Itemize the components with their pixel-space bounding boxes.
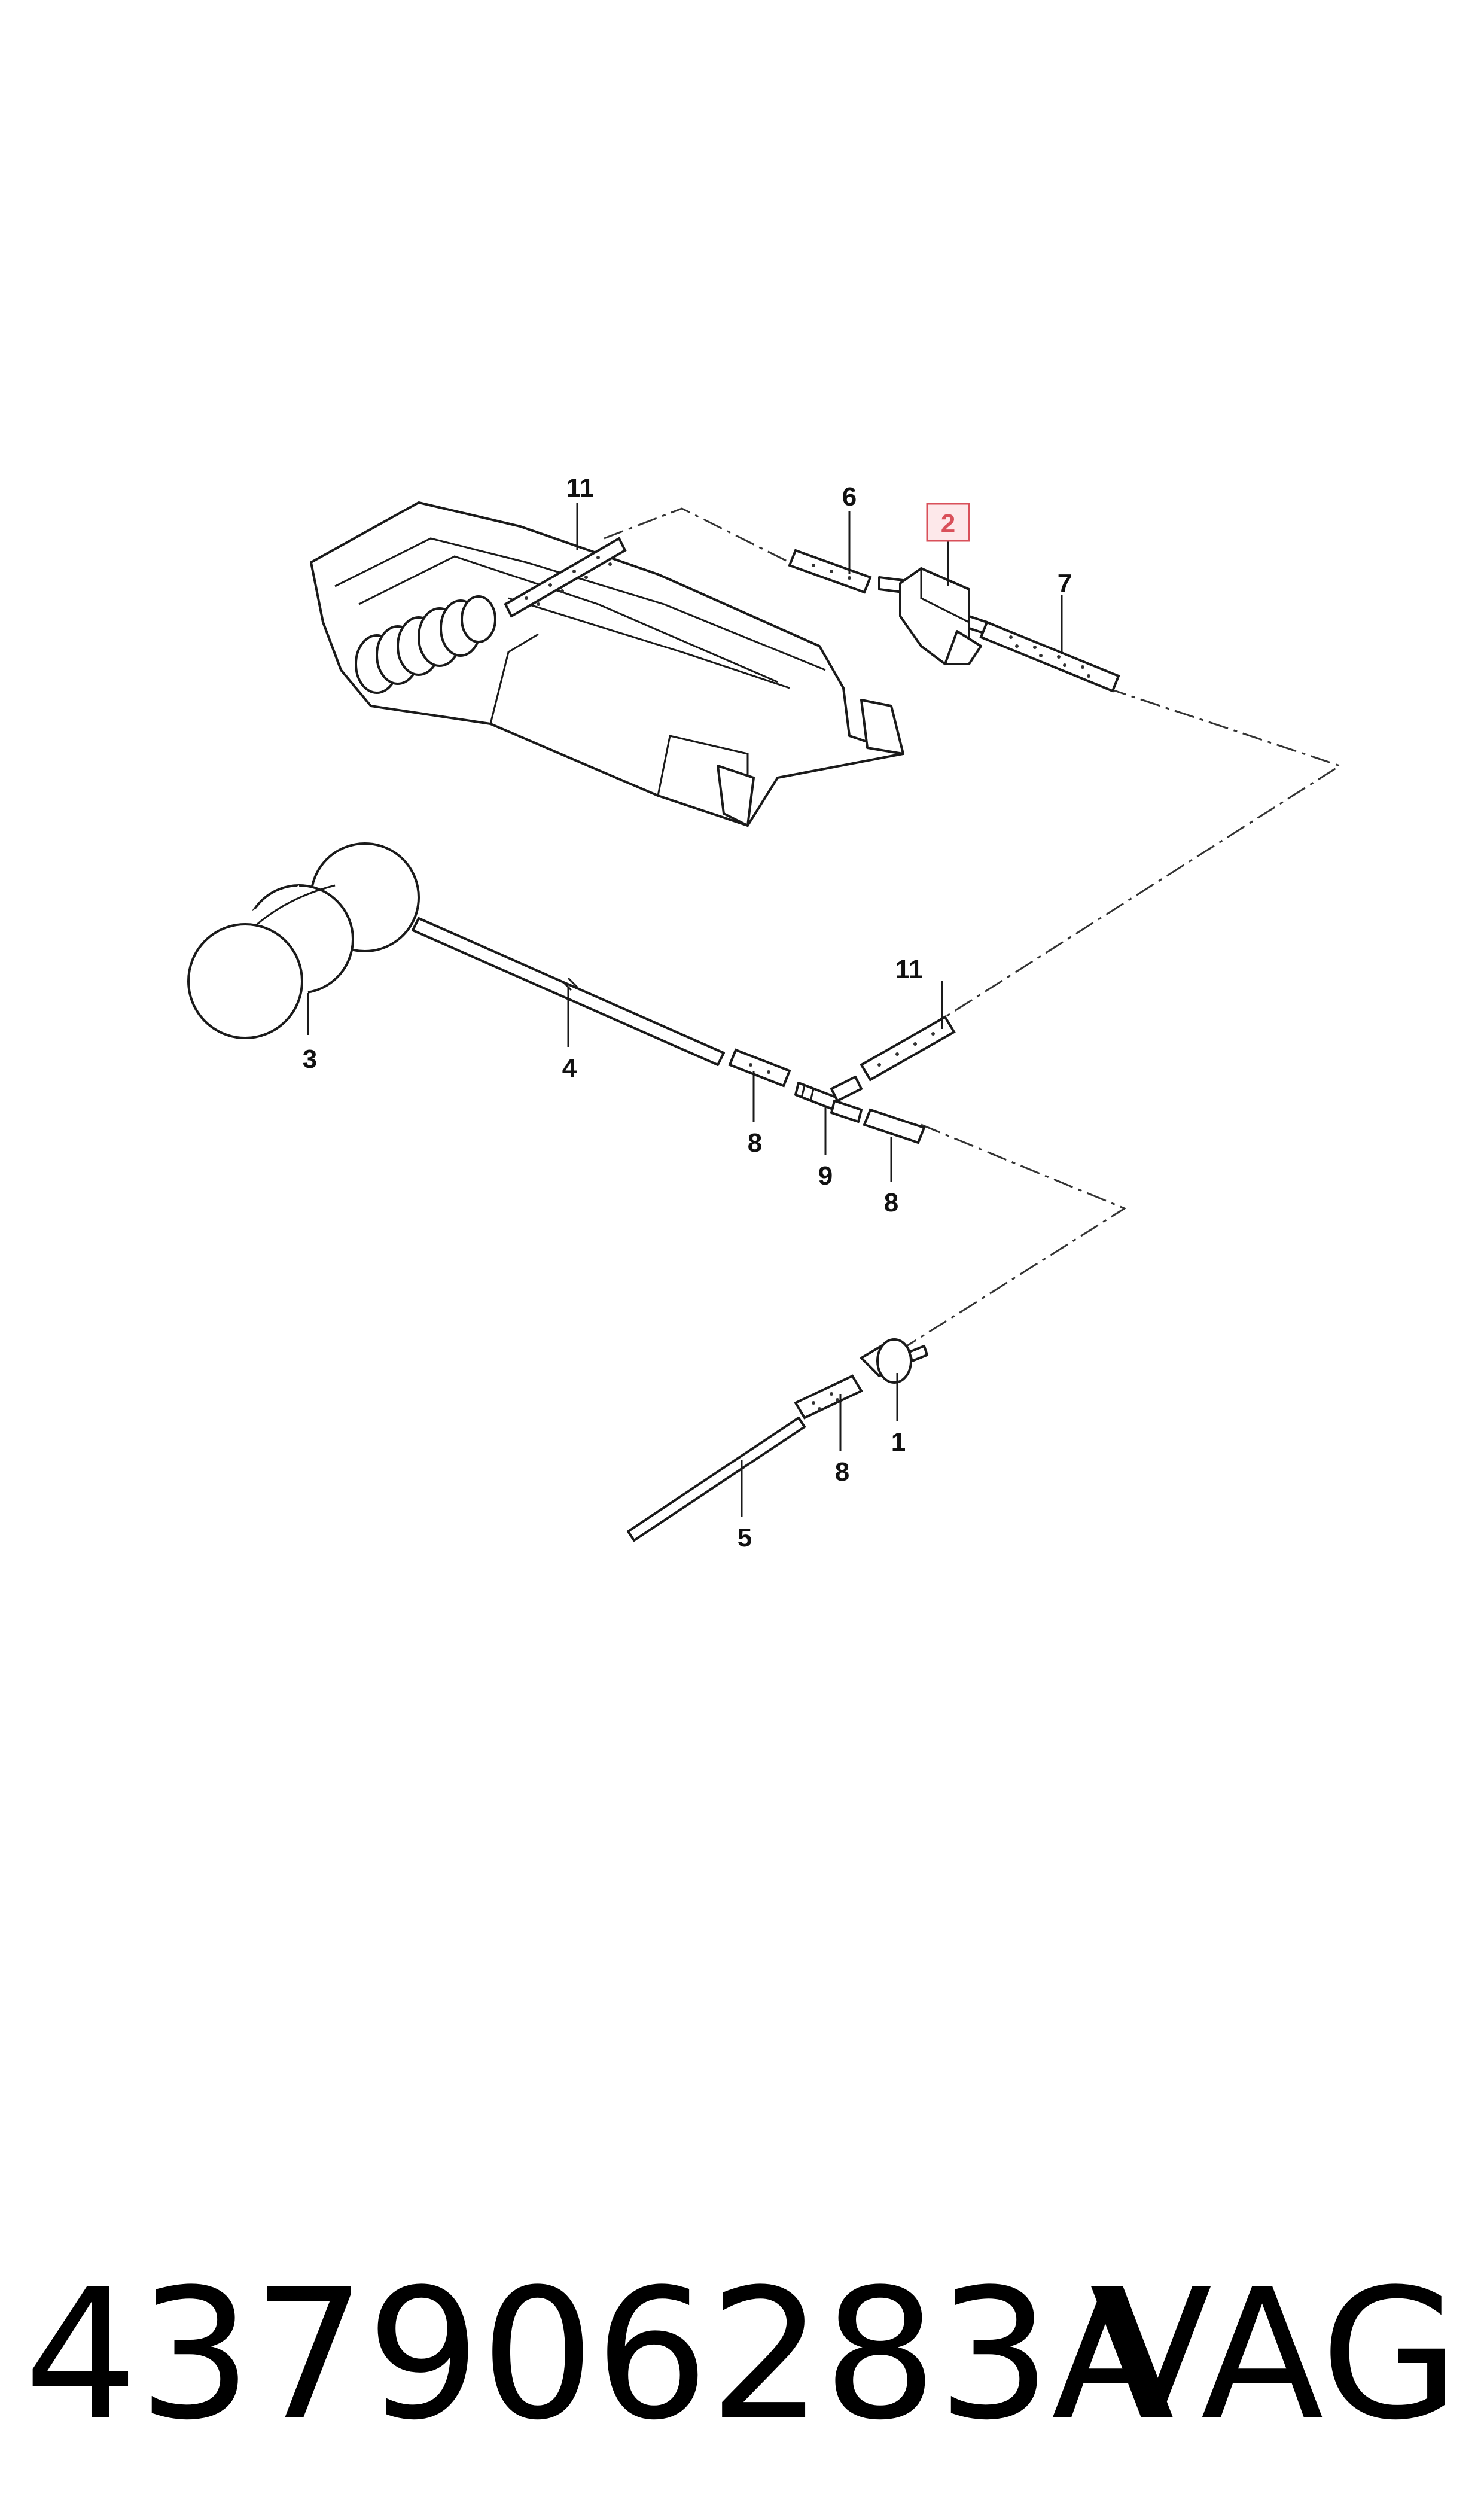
hose-8-right	[863, 1108, 926, 1144]
callout-11-middle: 11	[895, 955, 924, 984]
callout-7: 7	[1058, 569, 1072, 598]
fitting-part-1	[860, 1338, 928, 1384]
callout-4: 4	[562, 1054, 577, 1083]
callout-9: 9	[818, 1161, 833, 1191]
callout-8-middle: 8	[748, 1128, 762, 1158]
hose-8-middle	[728, 1048, 791, 1088]
hose-8-bottom	[794, 1374, 863, 1420]
vessel-part-3	[187, 842, 420, 1039]
callout-1: 1	[891, 1427, 906, 1457]
callout-8-bottom: 8	[835, 1457, 849, 1487]
valve-part-2	[878, 567, 988, 665]
charcoal-canister	[310, 501, 904, 827]
hose-7	[979, 620, 1120, 693]
callout-11-top: 11	[566, 473, 595, 503]
canister-ribbed-outlet	[355, 595, 496, 694]
connection-lines	[604, 507, 1342, 1353]
leader-lines	[307, 503, 1063, 1517]
callout-labels: 11 6 2 7 3 4 8 9 11 8 1 8 5	[303, 473, 1072, 1552]
callout-2: 2	[941, 509, 955, 538]
hose-11-middle	[860, 1015, 956, 1082]
part-number: 437906283A	[24, 2251, 1175, 2459]
t-connector-part-9	[794, 1076, 863, 1123]
footer: 437906283A VAG	[24, 2251, 1459, 2459]
callout-2-highlight-box	[926, 503, 970, 542]
pipe-5	[627, 1417, 806, 1542]
callout-6: 6	[842, 482, 857, 511]
hose-6	[788, 549, 872, 594]
callout-5: 5	[738, 1523, 752, 1552]
callout-3: 3	[303, 1045, 317, 1074]
callout-8-right: 8	[884, 1188, 898, 1217]
hose-11-top	[504, 537, 627, 618]
brand-name: VAG	[1090, 2251, 1459, 2459]
